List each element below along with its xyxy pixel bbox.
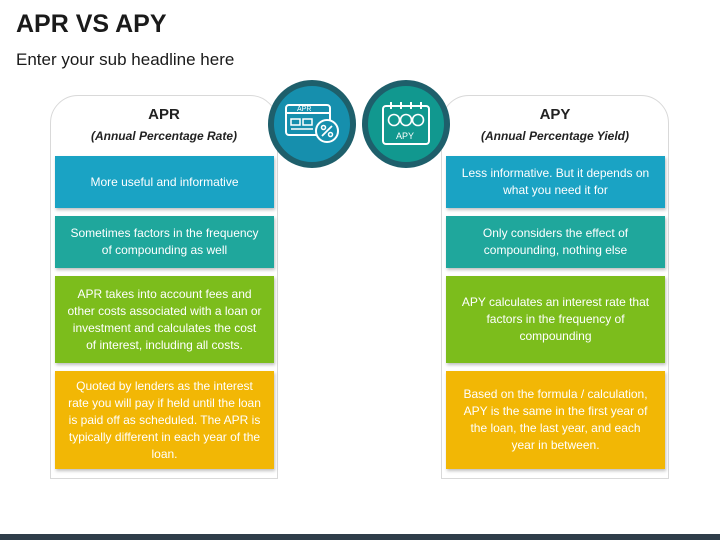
apy-point-4: Based on the formula / calculation, APY …: [446, 371, 665, 469]
apr-panel: APR (Annual Percentage Rate) More useful…: [50, 95, 278, 479]
apy-point-1: Less informative. But it depends on what…: [446, 156, 665, 208]
credit-card-percent-icon: APR: [285, 104, 339, 143]
apr-icon-circle: APR: [268, 80, 356, 168]
apy-header: APY (Annual Percentage Yield): [442, 106, 668, 143]
slide-subtitle: Enter your sub headline here: [16, 50, 235, 69]
apy-panel: APY (Annual Percentage Yield) Less infor…: [441, 95, 669, 479]
apr-point-4: Quoted by lenders as the interest rate y…: [55, 371, 274, 469]
apy-icon-label: APY: [396, 131, 414, 141]
apr-point-1: More useful and informative: [55, 156, 274, 208]
apy-icon-circle: APY: [362, 80, 450, 168]
coins-calendar-icon: APY: [382, 102, 430, 145]
footer-bar: [0, 534, 720, 540]
apr-point-3: APR takes into account fees and other co…: [55, 276, 274, 363]
apy-name: APY: [539, 106, 571, 123]
apr-header: APR (Annual Percentage Rate): [51, 106, 277, 143]
apr-full-name: (Annual Percentage Rate): [90, 129, 238, 143]
apy-point-3: APY calculates an interest rate that fac…: [446, 276, 665, 363]
apy-point-2: Only considers the effect of compounding…: [446, 216, 665, 268]
apy-full-name: (Annual Percentage Yield): [480, 129, 630, 143]
slide-title: APR VS APY: [16, 10, 167, 38]
apr-point-2: Sometimes factors in the frequency of co…: [55, 216, 274, 268]
apr-name: APR: [148, 106, 180, 123]
apr-icon-label: APR: [297, 106, 311, 113]
